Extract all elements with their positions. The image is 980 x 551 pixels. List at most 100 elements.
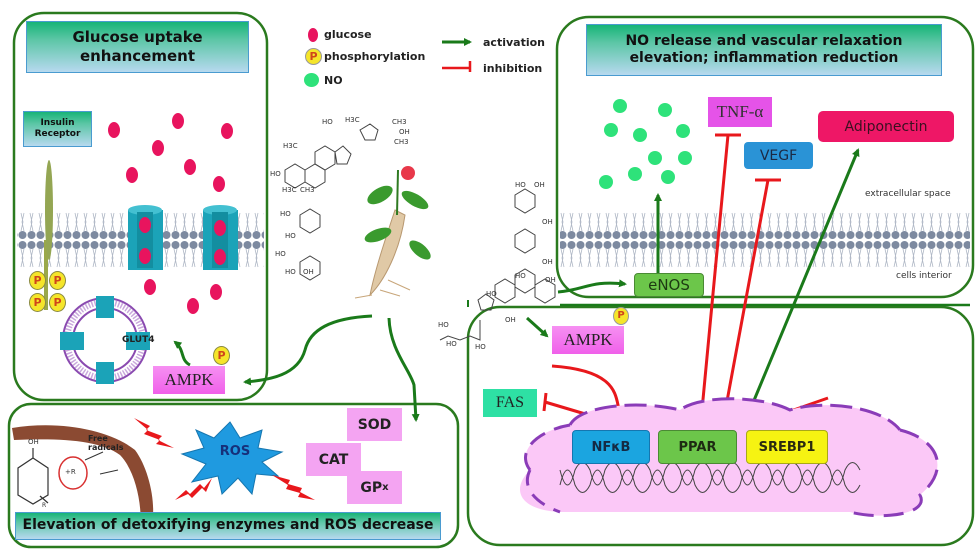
free-radicals-line2: radicals [88, 442, 124, 452]
atom-label: HO [285, 268, 296, 276]
glucose-dot [139, 217, 151, 233]
no-dot [633, 128, 647, 142]
insulin-line1: Insulin [40, 117, 75, 128]
no-dot [658, 103, 672, 117]
insulin-receptor-stalk [44, 240, 48, 310]
phospho-badge: P [49, 271, 66, 290]
no-panel-border [555, 15, 975, 299]
free-radical-pointer [84, 451, 104, 461]
atom-label: HO [475, 343, 486, 351]
legend-phosphorylation-label: phosphorylation [324, 50, 426, 63]
molecule-left [284, 123, 379, 281]
atom-label: HO [486, 290, 497, 298]
dash-line [99, 469, 119, 475]
insulin-line2: Receptor [34, 129, 81, 139]
phospho-badge: P [213, 346, 230, 365]
tnf-alpha-box: TNF-α [708, 97, 772, 127]
inhibit-TNF [700, 133, 741, 411]
glucose-dot [172, 113, 184, 129]
gpx-main: GP [360, 479, 383, 496]
atom-label: OH [505, 316, 516, 324]
no-dot [613, 99, 627, 113]
no-title-line1: NO release and vascular relaxation [625, 32, 903, 49]
detox-panel-border [7, 402, 460, 549]
legend-arrow-samples [442, 38, 472, 72]
arrow-to-eNOS [557, 279, 627, 294]
atom-label: CH3 [300, 186, 315, 194]
ppar-box: PPAR [658, 430, 737, 464]
glucose-dot [221, 123, 233, 139]
glucose-dot [214, 249, 226, 265]
nucleus-panel-border [466, 305, 975, 547]
gpx-sub: x [382, 482, 389, 493]
phenol-r-label: R [42, 502, 47, 509]
membrane-right [560, 210, 970, 270]
nfkb-box: NFκB [572, 430, 650, 464]
inhibit-VEGF [723, 178, 781, 413]
phospho-badge: P [29, 293, 46, 312]
glucose-dot [139, 248, 151, 264]
phospho-badge: P [49, 293, 66, 312]
atom-label: OH [399, 128, 410, 136]
atom-label: OH [542, 258, 553, 266]
molecule-right [439, 188, 556, 341]
atom-label: HO [438, 321, 449, 329]
fas-box: FAS [483, 389, 537, 417]
free-radical-circle [58, 456, 88, 490]
glucose-dot [214, 220, 226, 236]
legend-activation-label: activation [483, 36, 545, 49]
atom-label: CH3 [394, 138, 409, 146]
glucose-dot [126, 167, 138, 183]
legend-phosphorylation-swatch: P [305, 48, 322, 65]
no-dot [661, 170, 675, 184]
atom-label: HO [446, 340, 457, 348]
phenol-ring [17, 448, 49, 505]
arrow-to-AMPK-right [525, 316, 549, 338]
atom-label: OH [545, 276, 556, 284]
inhibition-bar-icon [442, 61, 472, 72]
glucose-title-line2: enhancement [79, 47, 196, 65]
no-dot [676, 124, 690, 138]
cells-interior-label: cells interior [896, 271, 952, 281]
legend-glucose-swatch [308, 28, 318, 42]
atom-label: OH [534, 181, 545, 189]
legend-inhibition-label: inhibition [483, 62, 543, 75]
glucose-dot [152, 140, 164, 156]
atom-label: H3C [282, 186, 297, 194]
glucose-dot [213, 176, 225, 192]
atom-label: H3C [345, 116, 360, 124]
radical-symbol: +R [65, 468, 76, 476]
arrow-to-detox [387, 317, 420, 422]
detox-panel-title: Elevation of detoxifying enzymes and ROS… [15, 512, 441, 540]
no-dot [599, 175, 613, 189]
enos-box: eNOS [634, 273, 704, 297]
legend-no-swatch [304, 73, 319, 87]
glucose-dot [187, 298, 199, 314]
no-dot [604, 123, 618, 137]
glucose-dot [184, 159, 196, 175]
glucose-panel-border [12, 11, 269, 402]
atom-label: HO [515, 272, 526, 280]
ros-label: ROS [219, 443, 251, 459]
arrow-to-adiponectin [748, 148, 860, 411]
ampk-left-box: AMPK [153, 366, 225, 394]
atom-label: HO [275, 250, 286, 258]
sod-box: SOD [347, 408, 402, 441]
no-molecules [599, 99, 692, 189]
extracellular-space-label: extracellular space [865, 189, 951, 199]
atom-label: CH3 [392, 118, 407, 126]
mitochondrion [12, 425, 154, 530]
legend-glucose-label: glucose [324, 28, 372, 41]
no-title-line2: elevation; inflammation reduction [629, 50, 899, 66]
vegf-box: VEGF [744, 142, 813, 169]
no-dot [628, 167, 642, 181]
insulin-receptor-head [45, 160, 53, 260]
ros-starburst [180, 421, 284, 496]
glucose-molecules [108, 113, 233, 314]
